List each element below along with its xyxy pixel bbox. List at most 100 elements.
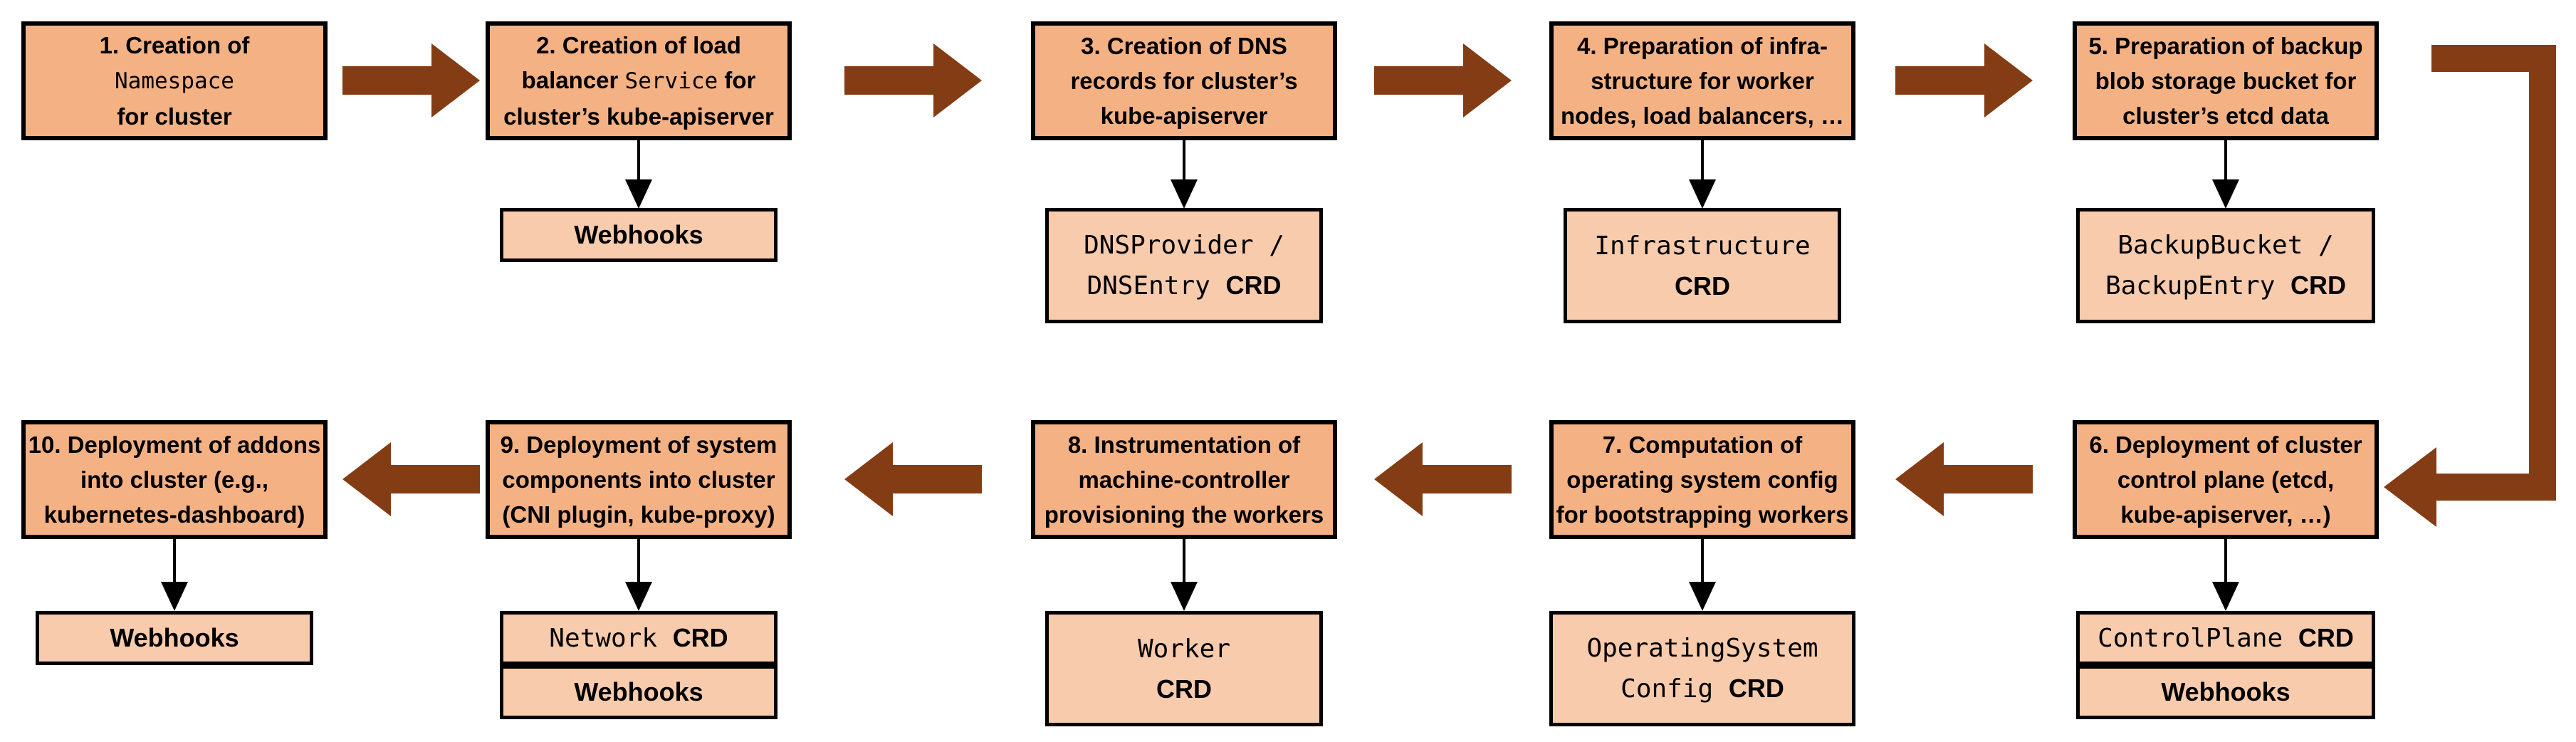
step-10-line-3: kubernetes-dashboard) bbox=[43, 501, 305, 528]
bracket-bottom-segment bbox=[2435, 474, 2556, 501]
step-7-crd-box: OperatingSystem Config CRD bbox=[1549, 611, 1855, 726]
step-4-line-2: structure for worker bbox=[1591, 68, 1814, 94]
arrow-body bbox=[1895, 66, 1984, 95]
step-10-webhooks-box: Webhooks bbox=[36, 611, 313, 665]
arrow-head-left-icon bbox=[1374, 442, 1423, 516]
step-1-line-2: Namespace bbox=[115, 68, 234, 94]
crd-label-line-1: Infrastructure bbox=[1594, 231, 1811, 261]
step-6-box: 6. Deployment of cluster control plane (… bbox=[2073, 420, 2379, 539]
step-2-line-1: 2. Creation of load bbox=[536, 32, 741, 58]
step-5-crd-box: BackupBucket / BackupEntry CRD bbox=[2076, 208, 2375, 323]
connector-step2-arrowhead-icon bbox=[625, 179, 652, 209]
step-7-line-2: operating system config bbox=[1566, 466, 1838, 493]
flow-arrow-8-to-9 bbox=[844, 442, 982, 516]
step-5-line-2: blob storage bucket for bbox=[2095, 68, 2357, 94]
crd-label-line-1: Worker bbox=[1137, 634, 1231, 664]
step-2-webhooks-box: Webhooks bbox=[500, 208, 777, 262]
step-6-line-1: 6. Deployment of cluster bbox=[2089, 432, 2362, 458]
webhooks-label: Webhooks bbox=[574, 677, 703, 706]
arrow-body bbox=[1944, 465, 2033, 493]
step-1-line-3: for cluster bbox=[117, 103, 232, 130]
arrow-head-right-icon bbox=[933, 43, 982, 117]
crd-label-line-1: DNSProvider / bbox=[1084, 231, 1284, 260]
step-4-box: 4. Preparation of infra- structure for w… bbox=[1549, 21, 1855, 140]
crd-label-line-2: CRD bbox=[1675, 271, 1730, 301]
connector-step7-line bbox=[1701, 539, 1704, 582]
step-6-webhooks-box: Webhooks bbox=[2076, 665, 2375, 719]
flow-arrow-1-to-2 bbox=[342, 43, 480, 117]
step-9-webhooks-box: Webhooks bbox=[500, 665, 777, 719]
webhooks-label: Webhooks bbox=[110, 623, 239, 652]
step-3-box: 3. Creation of DNS records for cluster’s… bbox=[1031, 21, 1337, 140]
step-7-line-1: 7. Computation of bbox=[1602, 432, 1803, 458]
connector-step8-line bbox=[1183, 539, 1185, 582]
step-10-box: 10. Deployment of addons into cluster (e… bbox=[21, 420, 328, 539]
step-2-line-2: balancer Service for bbox=[521, 67, 756, 94]
arrow-body bbox=[844, 66, 933, 95]
step-1-line-1: 1. Creation of bbox=[99, 32, 250, 58]
connector-step5-line bbox=[2224, 140, 2227, 180]
step-5-line-3: cluster’s etcd data bbox=[2122, 103, 2329, 129]
step-9-box: 9. Deployment of system components into … bbox=[486, 420, 792, 539]
connector-step5-arrowhead-icon bbox=[2212, 179, 2239, 209]
step-3-line-2: records for cluster’s bbox=[1070, 68, 1298, 94]
arrow-body bbox=[391, 465, 480, 493]
arrow-head-right-icon bbox=[1984, 43, 2033, 117]
connector-step2-line bbox=[637, 140, 640, 180]
crd-label: Network CRD bbox=[549, 622, 728, 653]
step-6-crd-box: ControlPlane CRD bbox=[2076, 611, 2375, 665]
crd-label-line-1: OperatingSystem bbox=[1586, 634, 1818, 663]
step-9-line-1: 9. Deployment of system bbox=[500, 432, 777, 458]
step-3-line-3: kube-apiserver bbox=[1100, 103, 1268, 129]
connector-step8-arrowhead-icon bbox=[1171, 582, 1198, 611]
step-3-line-1: 3. Creation of DNS bbox=[1081, 33, 1287, 59]
step-2-box: 2. Creation of load balancer Service for… bbox=[486, 21, 792, 140]
arrow-head-left-icon bbox=[1895, 442, 1944, 516]
flow-arrow-3-to-4 bbox=[1374, 43, 1512, 117]
crd-label-line-2: CRD bbox=[1156, 674, 1212, 704]
step-6-line-2: control plane (etcd, bbox=[2117, 466, 2335, 493]
connector-step6-line bbox=[2224, 539, 2227, 582]
arrow-body bbox=[1423, 465, 1512, 493]
step-8-line-2: machine-controller bbox=[1078, 466, 1290, 493]
flow-arrow-2-to-3 bbox=[844, 43, 982, 117]
crd-label-line-2: DNSEntry CRD bbox=[1087, 271, 1282, 301]
arrow-head-left-icon bbox=[2384, 447, 2436, 527]
connector-step10-arrowhead-icon bbox=[161, 582, 188, 611]
arrow-head-right-icon bbox=[431, 43, 480, 117]
step-2-line-3: cluster’s kube-apiserver bbox=[503, 103, 774, 130]
step-5-box: 5. Preparation of backup blob storage bu… bbox=[2073, 21, 2379, 140]
arrow-head-right-icon bbox=[1463, 43, 1512, 117]
crd-label-line-2: Config CRD bbox=[1621, 674, 1784, 704]
crd-label: ControlPlane CRD bbox=[2098, 622, 2354, 653]
crd-label-line-2: BackupEntry CRD bbox=[2105, 271, 2347, 301]
connector-step3-arrowhead-icon bbox=[1171, 179, 1198, 209]
connector-step9-arrowhead-icon bbox=[625, 582, 652, 611]
webhooks-label: Webhooks bbox=[574, 220, 703, 249]
step-1-box: 1. Creation of Namespace for cluster bbox=[21, 21, 328, 140]
step-4-crd-box: Infrastructure CRD bbox=[1564, 208, 1841, 323]
step-8-box: 8. Instrumentation of machine-controller… bbox=[1031, 420, 1337, 539]
step-4-line-3: nodes, load balancers, … bbox=[1561, 103, 1844, 129]
step-8-line-3: provisioning the workers bbox=[1044, 501, 1324, 528]
connector-step4-arrowhead-icon bbox=[1689, 179, 1716, 209]
webhooks-label: Webhooks bbox=[2161, 677, 2290, 706]
step-7-line-3: for bootstrapping workers bbox=[1556, 501, 1849, 528]
flow-arrow-6-to-7 bbox=[1895, 442, 2033, 516]
connector-step6-arrowhead-icon bbox=[2212, 582, 2239, 611]
connector-step3-line bbox=[1183, 140, 1185, 180]
step-7-box: 7. Computation of operating system confi… bbox=[1549, 420, 1855, 539]
arrow-body bbox=[1374, 66, 1463, 95]
bracket-vertical-segment bbox=[2529, 45, 2556, 501]
step-8-crd-box: Worker CRD bbox=[1045, 611, 1323, 726]
arrow-head-left-icon bbox=[844, 442, 893, 516]
connector-step4-line bbox=[1701, 140, 1704, 180]
step-10-line-2: into cluster (e.g., bbox=[80, 466, 269, 493]
step-9-crd-box: Network CRD bbox=[500, 611, 777, 665]
flow-arrow-4-to-5 bbox=[1895, 43, 2033, 117]
flow-arrow-7-to-8 bbox=[1374, 442, 1512, 516]
connector-step10-line bbox=[173, 539, 176, 582]
step-4-line-1: 4. Preparation of infra- bbox=[1576, 33, 1828, 59]
flow-arrow-9-to-10 bbox=[342, 442, 480, 516]
